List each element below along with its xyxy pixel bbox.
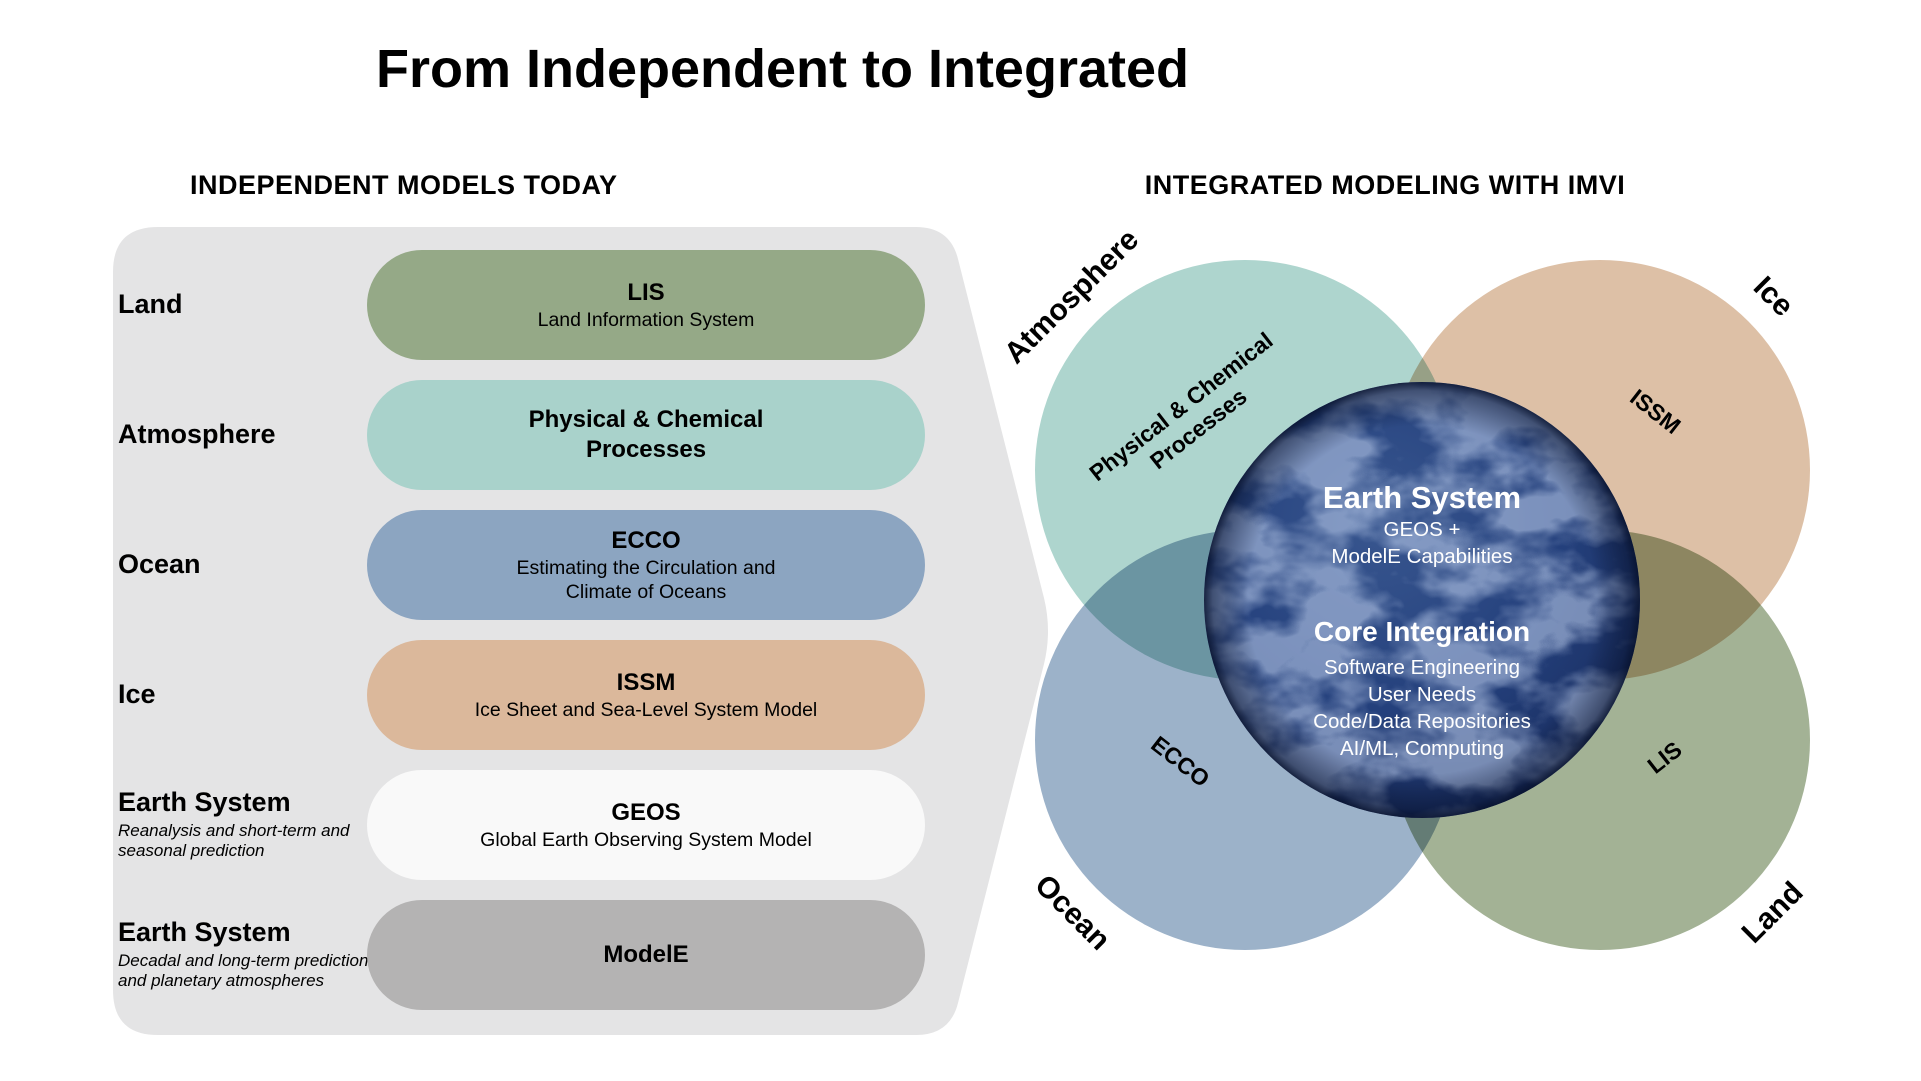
pill-issm: ISSM Ice Sheet and Sea-Level System Mode… [367,640,925,750]
row-label-earth-system-2: Earth System Decadal and long-term predi… [118,917,378,992]
right-column-heading: INTEGRATED MODELING WITH IMVI [1144,170,1626,200]
row-label-ocean: Ocean [118,549,201,580]
globe-rim-shadow [1204,382,1640,818]
integrated-venn-diagram: Earth System GEOS + ModelE Capabilities … [1005,240,1865,980]
pill-lis: LIS Land Information System [367,250,925,360]
pill-modele: ModelE [367,900,925,1010]
earth-system-line-2: ModelE Capabilities [1331,544,1513,568]
row-label-atmosphere: Atmosphere [118,419,276,450]
core-integration-line-1: Software Engineering [1323,655,1520,679]
row-label-earth-system-1: Earth System Reanalysis and short-term a… [118,787,378,862]
core-integration-line-2: User Needs [1367,682,1477,706]
core-integration-line-4: AI/ML, Computing [1339,737,1505,761]
earth-system-title: Earth System [1322,480,1522,515]
row-label-land: Land [118,289,183,320]
page-title: From Independent to Integrated [375,39,1189,99]
core-integration-title: Core Integration [1313,615,1531,647]
earth-globe [1204,382,1640,818]
earth-system-line-1: GEOS + [1383,517,1461,541]
core-integration-line-3: Code/Data Repositories [1313,710,1531,734]
pill-geos: GEOS Global Earth Observing System Model [367,770,925,880]
row-label-ice: Ice [118,679,156,710]
row-note-earth-system-1: Reanalysis and short-term and seasonal p… [118,820,350,861]
pill-physical-chemical: Physical & Chemical Processes [367,380,925,490]
left-column-heading: INDEPENDENT MODELS TODAY [190,170,618,200]
pill-ecco: ECCO Estimating the Circulation and Clim… [367,510,925,620]
row-note-earth-system-2: Decadal and long-term prediction and pla… [118,950,369,991]
globe-text-block: Earth System GEOS + ModelE Capabilities … [1204,382,1640,818]
